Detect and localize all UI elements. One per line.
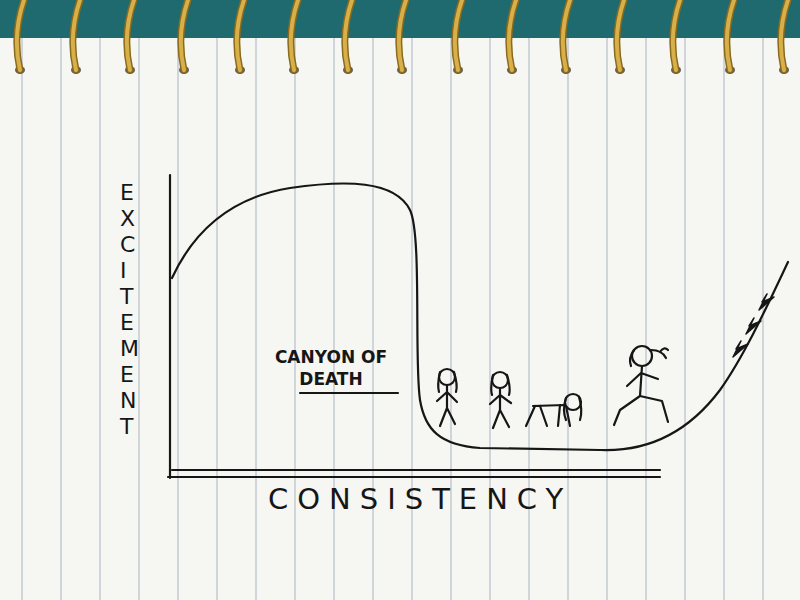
body — [614, 366, 668, 425]
axis-label: EXCITEMENT — [120, 180, 133, 440]
body — [437, 385, 457, 426]
x-axis — [168, 470, 660, 477]
underline — [300, 392, 398, 394]
hair — [630, 348, 668, 366]
arrowheads — [733, 294, 774, 357]
annotation-label: CANYON OF DEATH — [262, 346, 400, 390]
spiral-ring-shadow — [17, 0, 788, 70]
stick-figure-standing — [437, 369, 457, 426]
body — [490, 388, 511, 428]
excitement-curve — [172, 183, 788, 450]
head — [492, 372, 508, 388]
stick-figure-crawling — [526, 394, 581, 426]
stick-figure-walking — [490, 372, 511, 428]
ruled-lines — [22, 38, 763, 600]
arrowhead — [746, 318, 761, 334]
axis-label: CONSISTENCY — [268, 482, 628, 516]
arrowhead — [733, 341, 748, 357]
body — [526, 405, 570, 426]
spiral-ring — [17, 0, 788, 70]
arrowhead — [759, 294, 774, 310]
head — [439, 369, 455, 385]
head — [632, 346, 652, 366]
chart-sketch — [168, 175, 788, 478]
stick-figure-running — [614, 346, 668, 425]
y-axis — [169, 175, 171, 478]
